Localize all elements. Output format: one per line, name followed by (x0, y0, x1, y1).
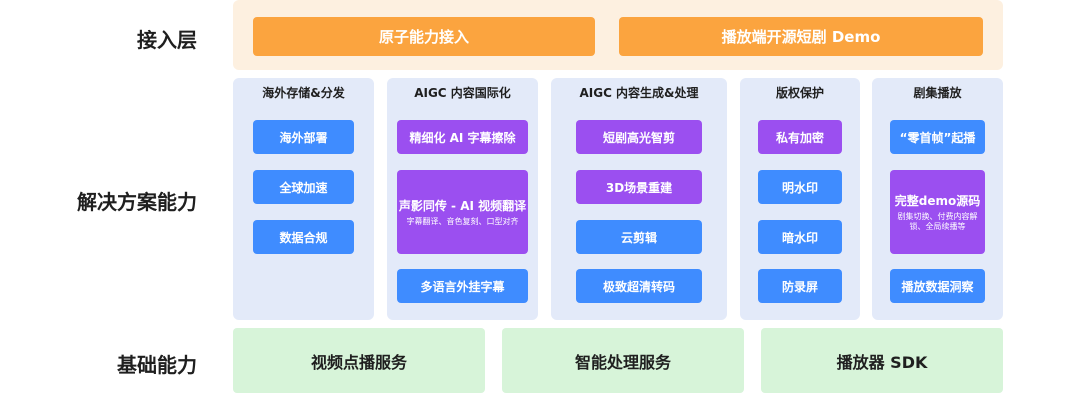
base-vod-service[interactable]: 视频点播服务 (233, 328, 485, 393)
row-label-base: 基础能力 (117, 353, 197, 377)
access-layer: 原子能力接入 播放端开源短剧 Demo (233, 0, 1003, 70)
column-title: 海外存储&分发 (262, 86, 345, 100)
item-3d-reconstruction[interactable]: 3D场景重建 (576, 170, 702, 204)
item-label: 全球加速 (279, 180, 328, 195)
item-anti-screen-record[interactable]: 防录屏 (758, 269, 842, 303)
column-episode-playback: 剧集播放 “零首帧”起播 完整demo源码 剧集切换、付费内容解锁、全局续播等 … (872, 78, 1003, 320)
item-label: 播放数据洞察 (901, 279, 974, 294)
item-label: “零首帧”起播 (899, 130, 976, 145)
item-label: 明水印 (781, 180, 818, 195)
item-ai-video-translation[interactable]: 声影同传 - AI 视频翻译 字幕翻译、音色复刻、口型对齐 (397, 170, 528, 254)
item-data-compliance[interactable]: 数据合规 (253, 220, 354, 254)
item-ai-subtitle-erase[interactable]: 精细化 AI 字幕擦除 (397, 120, 528, 154)
item-sublabel: 字幕翻译、音色复刻、口型对齐 (406, 217, 519, 226)
column-title: 版权保护 (775, 86, 824, 100)
item-label: 云剪辑 (620, 230, 657, 245)
item-label: 3D场景重建 (605, 180, 673, 195)
column-title: AIGC 内容生成&处理 (579, 86, 699, 100)
item-label: 极致超清转码 (602, 279, 675, 294)
item-label: 精细化 AI 字幕擦除 (409, 130, 516, 145)
row-label-access: 接入层 (137, 28, 197, 52)
column-title: 剧集播放 (913, 86, 962, 100)
row-label-solution: 解决方案能力 (77, 190, 197, 214)
item-label: 声影同传 - AI 视频翻译 (398, 199, 527, 213)
item-overseas-deploy[interactable]: 海外部署 (253, 120, 354, 154)
item-zero-first-frame[interactable]: “零首帧”起播 (890, 120, 985, 154)
item-visible-watermark[interactable]: 明水印 (758, 170, 842, 204)
column-title: AIGC 内容国际化 (414, 86, 511, 100)
item-label: 暗水印 (781, 230, 818, 245)
access-atomic-button[interactable]: 原子能力接入 (253, 17, 595, 56)
item-label: 多语言外挂字幕 (420, 279, 505, 294)
item-label: 数据合规 (279, 230, 328, 245)
base-player-sdk[interactable]: 播放器 SDK (761, 328, 1003, 393)
item-label: 私有加密 (775, 130, 824, 145)
base-smart-processing-service[interactable]: 智能处理服务 (502, 328, 744, 393)
access-demo-button[interactable]: 播放端开源短剧 Demo (619, 17, 983, 56)
column-aigc-internationalization: AIGC 内容国际化 精细化 AI 字幕擦除 声影同传 - AI 视频翻译 字幕… (387, 78, 538, 320)
item-full-demo-source[interactable]: 完整demo源码 剧集切换、付费内容解锁、全局续播等 (890, 170, 985, 254)
column-copyright-protection: 版权保护 私有加密 明水印 暗水印 防录屏 (740, 78, 860, 320)
column-overseas-storage: 海外存储&分发 海外部署 全球加速 数据合规 (233, 78, 374, 320)
column-aigc-generation: AIGC 内容生成&处理 短剧高光智剪 3D场景重建 云剪辑 极致超清转码 (551, 78, 727, 320)
item-label: 防录屏 (781, 279, 818, 294)
item-sublabel: 剧集切换、付费内容解锁、全局续播等 (897, 212, 978, 231)
item-highlight-clip[interactable]: 短剧高光智剪 (576, 120, 702, 154)
item-label: 短剧高光智剪 (602, 130, 675, 145)
item-label: 完整demo源码 (894, 194, 981, 208)
item-global-acceleration[interactable]: 全球加速 (253, 170, 354, 204)
item-playback-insights[interactable]: 播放数据洞察 (890, 269, 985, 303)
item-invisible-watermark[interactable]: 暗水印 (758, 220, 842, 254)
item-private-encryption[interactable]: 私有加密 (758, 120, 842, 154)
item-label: 海外部署 (279, 130, 328, 145)
item-uhd-transcode[interactable]: 极致超清转码 (576, 269, 702, 303)
item-cloud-editing[interactable]: 云剪辑 (576, 220, 702, 254)
item-multilang-subtitles[interactable]: 多语言外挂字幕 (397, 269, 528, 303)
